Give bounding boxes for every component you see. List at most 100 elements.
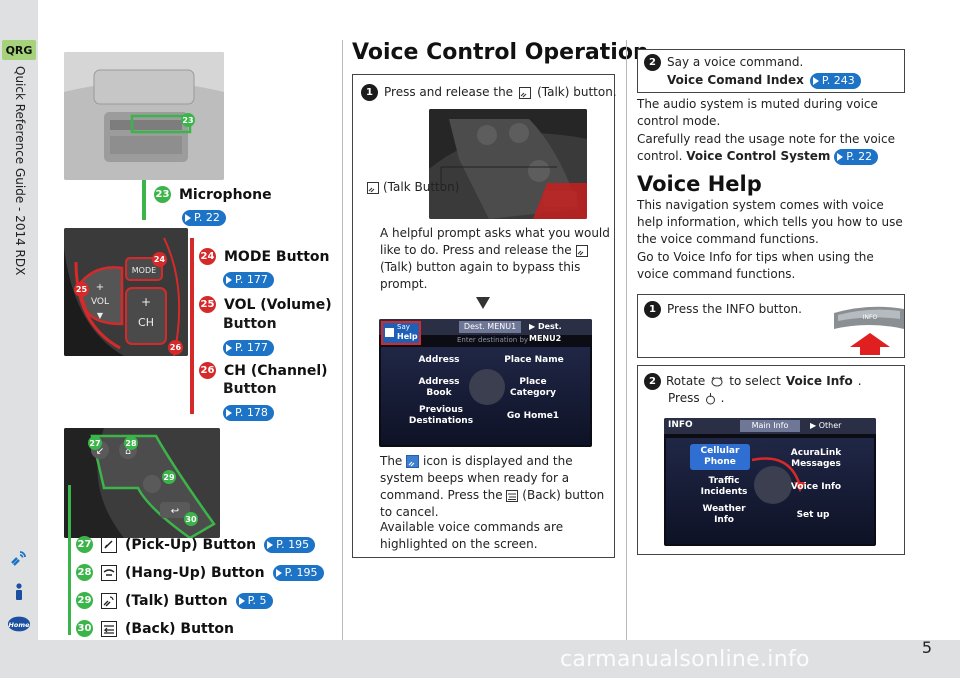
- info-step1-box: 1 Press the INFO button. INFO: [637, 294, 905, 358]
- badge-25: 25: [199, 296, 216, 313]
- talk-icon[interactable]: [7, 546, 31, 570]
- para-voice-help: This navigation system comes with voice …: [637, 198, 903, 246]
- footer-band: [0, 640, 960, 678]
- microphone-ref[interactable]: P. 22: [182, 207, 226, 226]
- info-step1-text: Press the INFO button.: [667, 302, 802, 316]
- back-icon: [101, 620, 117, 637]
- info-step1-badge: 1: [644, 301, 661, 318]
- hangup-ref[interactable]: P. 195: [272, 564, 324, 581]
- nav-address-button[interactable]: Address: [418, 355, 460, 365]
- hangup-text: (Hang-Up) Button: [125, 564, 265, 581]
- callout-23: 23: [181, 113, 195, 127]
- ch-label: 26 CH (Channel): [199, 362, 328, 379]
- voice-control-system-ref[interactable]: P. 22: [834, 148, 879, 165]
- step1-text-a: Press and release the: [384, 85, 514, 99]
- tab-dest-menu2[interactable]: ▶ Dest. MENU2: [529, 322, 562, 343]
- para-voice-info: Go to Voice Info for tips when using the…: [637, 250, 874, 281]
- hangup-row: 28 (Hang-Up) Button P. 195: [76, 564, 324, 581]
- pickup-ref[interactable]: P. 195: [264, 536, 316, 553]
- step2-badge: 2: [644, 54, 661, 71]
- para-usage-note: Carefully read the usage note for the vo…: [637, 132, 895, 165]
- voice-control-system-link[interactable]: Voice Control System: [686, 149, 831, 163]
- svg-text:▼: ▼: [97, 311, 104, 320]
- rotate-knob-icon: [711, 376, 723, 386]
- badge-23: 23: [154, 186, 171, 203]
- setup-button[interactable]: Set up: [796, 510, 830, 520]
- back-icon: [506, 489, 519, 502]
- badge-29: 29: [76, 592, 93, 609]
- step2-line: 2 Say a voice command.: [644, 54, 803, 71]
- nav-knob: [469, 369, 505, 405]
- talk-row: 29 (Talk) Button P. 5: [76, 592, 273, 609]
- ch-text-2: Button: [223, 381, 277, 397]
- callout-25: 25: [74, 282, 89, 297]
- back-row: 30 (Back) Button: [76, 620, 234, 637]
- talk-icon: [519, 86, 532, 99]
- talk-callout: (Talk Button): [367, 179, 459, 196]
- info-step2-box: 2 Rotate to select Voice Info. Press . I…: [637, 365, 905, 555]
- callout-27: 27: [88, 436, 102, 450]
- say-help-button[interactable]: Say Help: [381, 321, 421, 345]
- mode-ref[interactable]: P. 177: [223, 269, 274, 288]
- guide-title: Quick Reference Guide - 2014 RDX: [13, 66, 27, 276]
- info-step2-line: 2 Rotate to select Voice Info.: [644, 373, 862, 390]
- callout-24: 24: [152, 252, 167, 267]
- svg-text:+: +: [96, 282, 104, 293]
- home-icon[interactable]: Home: [7, 612, 31, 636]
- info-knob: [754, 466, 792, 504]
- voice-command-index-link[interactable]: Voice Comand Index P. 243: [667, 72, 861, 89]
- tab-main-info[interactable]: Main Info: [740, 420, 800, 432]
- voice-control-box: 1 Press and release the (Talk) button. (…: [352, 74, 617, 558]
- voice-info-button[interactable]: Voice Info: [790, 482, 842, 492]
- steering-right-photo: ↙ ⌂ ↩ 27 28 29 30: [64, 428, 220, 538]
- back-text: (Back) Button: [125, 620, 235, 637]
- svg-text:+: +: [141, 295, 151, 309]
- nav-place-name-button[interactable]: Place Name: [504, 355, 564, 365]
- down-arrow-icon: [476, 297, 490, 309]
- pickup-icon: [101, 536, 117, 553]
- badge-24: 24: [199, 248, 216, 265]
- para-prompt: A helpful prompt asks what you would lik…: [380, 226, 610, 291]
- section-title-voice-help: Voice Help: [637, 172, 762, 196]
- talk-icon: [101, 592, 117, 609]
- nav-go-home-button[interactable]: Go Home1: [506, 411, 560, 421]
- side-tab-bar: [0, 0, 38, 650]
- talk-icon: [367, 181, 379, 194]
- step1-badge: 1: [361, 84, 378, 101]
- svg-text:⌂: ⌂: [125, 447, 131, 457]
- step1-line: 1 Press and release the (Talk) button.: [361, 84, 617, 101]
- page-number: 5: [921, 638, 932, 657]
- vol-ref[interactable]: P. 177: [223, 337, 274, 356]
- overhead-console-photo: 23: [64, 52, 224, 180]
- info-icon[interactable]: [7, 580, 31, 604]
- callout-29: 29: [162, 470, 176, 484]
- talk-ref[interactable]: P. 5: [235, 592, 273, 609]
- nav-screen: Say Help Dest. MENU1 ▶ Dest. MENU2 Enter…: [379, 319, 592, 447]
- mode-text: MODE Button: [224, 248, 330, 265]
- para-icon-displayed: The icon is displayed and the system bee…: [380, 454, 605, 519]
- talk-icon: [385, 328, 394, 337]
- svg-text:↩: ↩: [171, 506, 179, 517]
- talk-button-photo: [429, 109, 587, 219]
- info-step2-press: Press .: [668, 391, 725, 405]
- vol-text-2: Button: [223, 316, 277, 332]
- talk-icon: [406, 455, 420, 468]
- info-step2-badge: 2: [644, 373, 661, 390]
- badge-27: 27: [76, 536, 93, 553]
- ch-ref[interactable]: P. 178: [223, 402, 274, 421]
- tab-other[interactable]: ▶ Other: [810, 421, 842, 430]
- badge-30: 30: [76, 620, 93, 637]
- para-muted: The audio system is muted during voice c…: [637, 97, 878, 128]
- qrg-tab[interactable]: QRG: [2, 40, 36, 60]
- tab-dest-menu1[interactable]: Dest. MENU1: [459, 321, 521, 333]
- ch-text-1: CH (Channel): [224, 362, 328, 379]
- hangup-icon: [101, 564, 117, 581]
